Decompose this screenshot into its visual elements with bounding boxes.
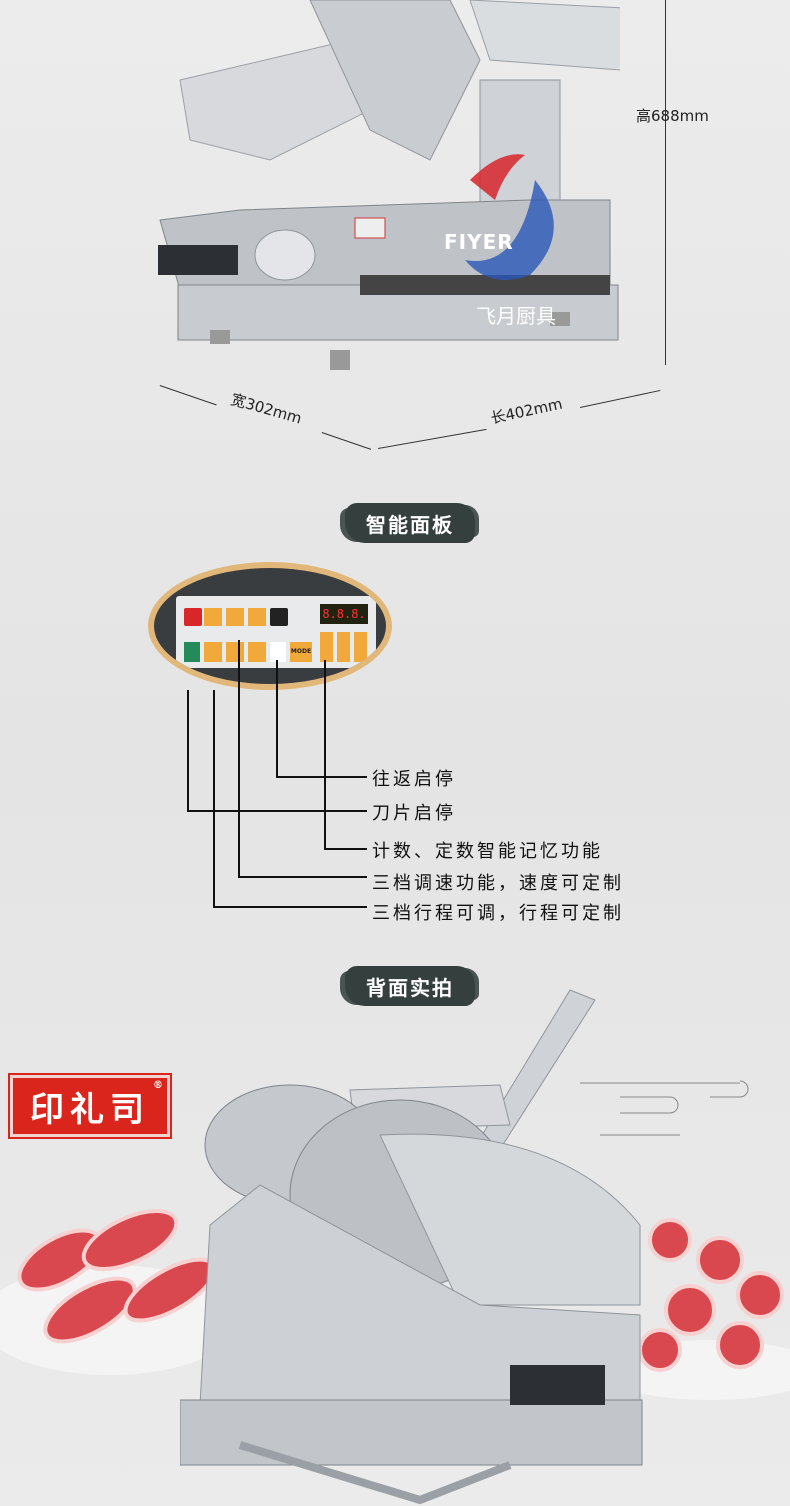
slicer-machine-back-image (180, 989, 643, 1505)
callout-blade-start-stop: 刀片启停 (372, 803, 456, 824)
length-label: 长402mm (489, 394, 565, 428)
length-dimension-line-b (580, 389, 661, 408)
width-dimension-line-b (321, 432, 372, 450)
watermark-name: 飞月厨具 (476, 304, 556, 328)
fiyer-watermark-logo (465, 154, 554, 280)
callout-speed-adjust: 三档调速功能，速度可定制 (372, 873, 624, 894)
led-display: 8.8.8. (320, 604, 368, 624)
height-dimension-line (665, 0, 666, 365)
callout-count-memory: 计数、定数智能记忆功能 (372, 841, 603, 862)
control-panel-closeup: 8.8.8. MODE (148, 562, 392, 690)
width-label: 宽302mm (228, 390, 304, 428)
meat-rolls-left-image (0, 1208, 240, 1375)
length-dimension-line-a (378, 428, 487, 449)
watermark-brand: FIYER (444, 230, 514, 254)
section-title-smart-panel: 智能面板 (345, 503, 475, 543)
mode-button: MODE (290, 642, 312, 662)
section-title-back-view: 背面实拍 (345, 966, 475, 1006)
brand-logo: 印礼司® (8, 1073, 172, 1139)
callout-stroke-adjust: 三档行程可调，行程可定制 (372, 903, 624, 924)
registered-mark: ® (153, 1080, 163, 1091)
height-label: 高688mm (636, 107, 709, 125)
logo-text: 印礼司 (30, 1089, 150, 1130)
width-dimension-line-a (159, 385, 217, 406)
callout-reciprocating-start-stop: 往返启停 (372, 769, 456, 790)
speed-lines-decoration (580, 1080, 749, 1136)
meat-rolls-right-image (610, 1218, 790, 1400)
stop-button (184, 608, 202, 626)
